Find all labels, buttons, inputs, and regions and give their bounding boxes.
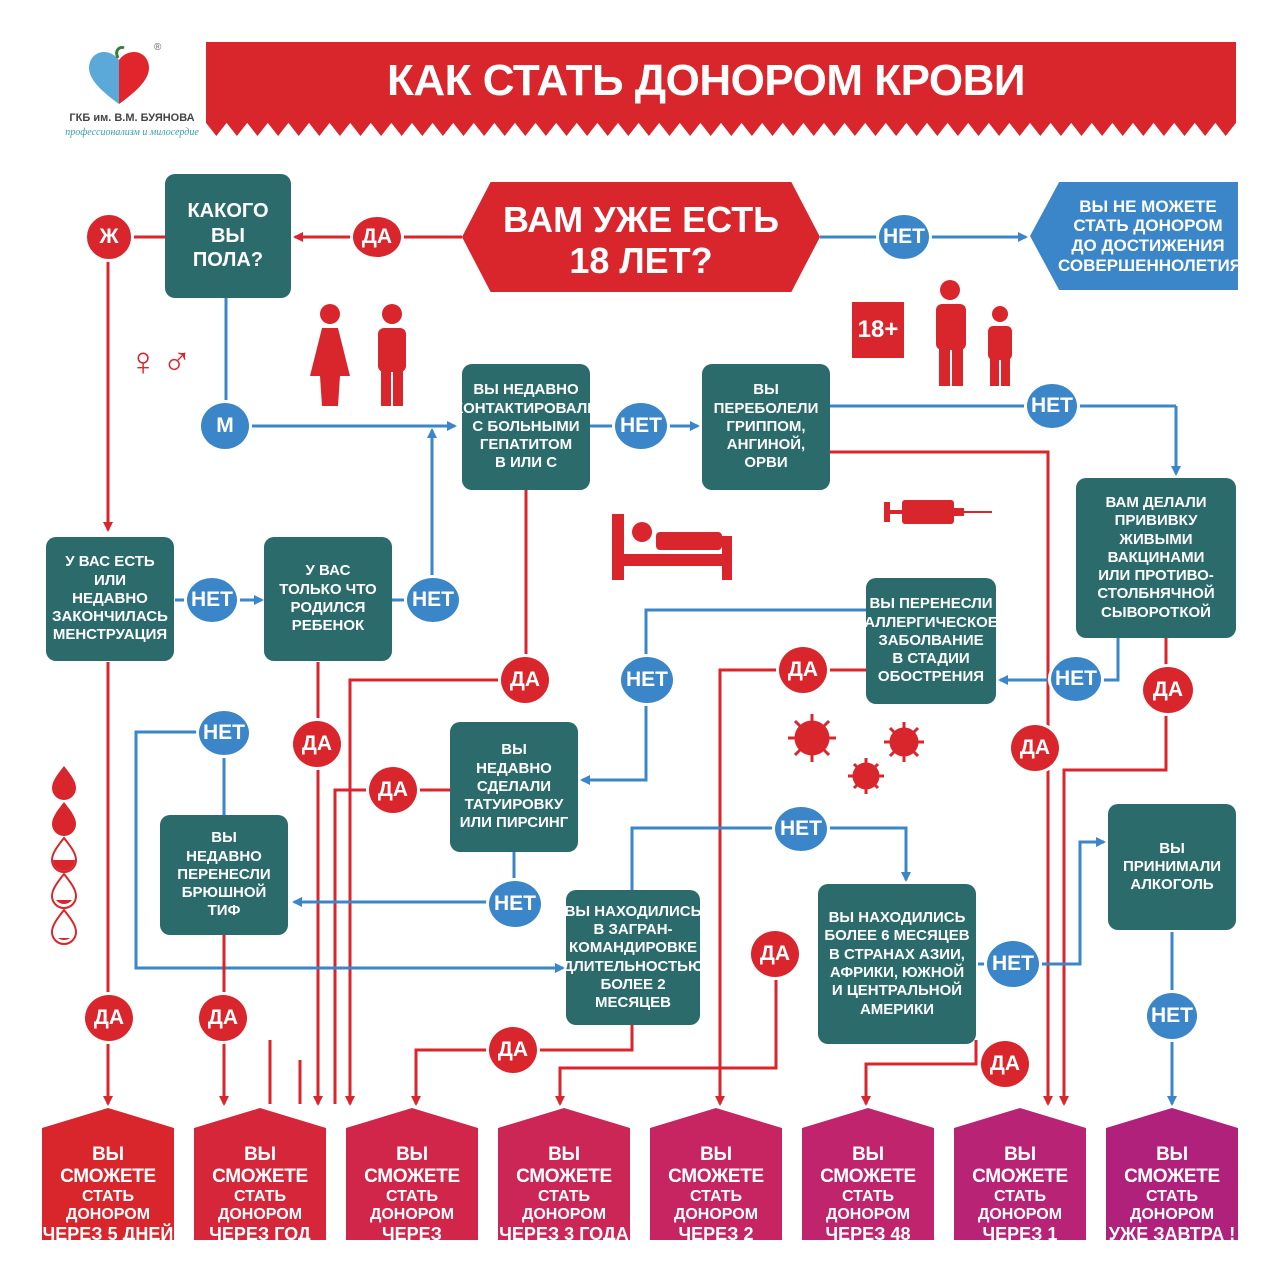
title-banner — [206, 42, 1236, 136]
question-menstruation: У ВАС ЕСТЬ ИЛИ НЕДАВНО ЗАКОНЧИЛАСЬ МЕНСТ… — [46, 537, 174, 661]
outcome-line-1: ВЫ СМОЖЕТЕ — [1124, 1144, 1220, 1187]
question-alcohol: ВЫ ПРИНИМАЛИ АЛКОГОЛЬ — [1108, 804, 1236, 930]
answer-yes-allergy: ДА — [776, 644, 830, 696]
logo-tagline: профессионализм и милосердие — [65, 127, 199, 138]
outcome-line-2: СТАТЬ ДОНОРОМ — [65, 1188, 151, 1223]
outcome-line-2: СТАТЬ ДОНОРОМ — [369, 1188, 455, 1223]
question-flu: ВЫ ПЕРЕБОЛЕЛИ ГРИППОМ, АНГИНОЙ, ОРВИ — [702, 364, 830, 490]
answer-yes-asia-3years: ДА — [748, 928, 802, 980]
gender-symbols-icon: ♀♂ — [128, 340, 196, 384]
question-gender: КАКОГО ВЫ ПОЛА? — [165, 174, 291, 298]
answer-yes-newborn: ДА — [290, 718, 344, 770]
question-allergy: ВЫ ПЕРЕНЕСЛИ АЛЛЕРГИЧЕСКОЕ ЗАБОЛВАНИЕ В … — [864, 578, 998, 704]
answer-yes-hepatitis: ДА — [498, 654, 552, 706]
people-icon — [300, 302, 420, 411]
start-question: ВАМ УЖЕ ЕСТЬ 18 ЛЕТ? — [502, 198, 780, 281]
outcome-line-2: СТАТЬ ДОНОРОМ — [977, 1188, 1063, 1223]
cannot-donate-text: ВЫ НЕ МОЖЕТЕ СТАТЬ ДОНОРОМ ДО ДОСТИЖЕНИЯ… — [1058, 196, 1242, 275]
virus-icon — [786, 712, 932, 803]
page-title: КАК СТАТЬ ДОНОРОМ КРОВИ — [387, 56, 1026, 105]
outcome-line-3: ЧЕРЕЗ ПОЛГОДА — [367, 1224, 457, 1265]
question-hepatitis: ВЫ НЕДАВНО КОНТАКТИРОВАЛИ С БОЛЬНЫМИ ГЕП… — [454, 364, 598, 490]
outcome-line-3: ЧЕРЕЗ ГОД — [209, 1224, 311, 1244]
outcome-line-2: СТАТЬ ДОНОРОМ — [1129, 1188, 1215, 1223]
answer-no-age: НЕТ — [876, 212, 932, 262]
answer-no-abroad: НЕТ — [772, 804, 830, 854]
answer-yes-age: ДА — [350, 214, 404, 260]
outcome-line-1: ВЫ СМОЖЕТЕ — [60, 1144, 156, 1187]
outcome-line-3: ЧЕРЕЗ 2 МЕСЯЦА — [676, 1224, 756, 1265]
question-typhoid: ВЫ НЕДАВНО ПЕРЕНЕСЛИ БРЮШНОЙ ТИФ — [160, 815, 288, 935]
answer-no-flu: НЕТ — [1024, 381, 1080, 431]
question-vaccine: ВАМ ДЕЛАЛИ ПРИВИВКУ ЖИВЫМИ ВАКЦИНАМИ ИЛИ… — [1076, 478, 1236, 638]
start-question-shape — [462, 182, 820, 292]
logo-name: ГКБ им. В.М. БУЯНОВА — [69, 112, 195, 124]
answer-no-alcohol: НЕТ — [1144, 990, 1200, 1042]
answer-no-hepatitis: НЕТ — [612, 400, 670, 452]
outcome-line-3: ЧЕРЕЗ 5 ДНЕЙ — [42, 1224, 174, 1244]
outcome-line-3: ЧЕРЕЗ 48 ЧАСОВ — [825, 1224, 911, 1265]
answer-no-asia: НЕТ — [984, 938, 1042, 990]
answer-no-typhoid: НЕТ — [196, 708, 252, 758]
answer-no-newborn: НЕТ — [404, 575, 462, 625]
blood-drops-icon — [50, 766, 80, 951]
outcome-line-1: ВЫ СМОЖЕТЕ — [820, 1144, 916, 1187]
answer-yes-abroad: ДА — [486, 1024, 540, 1076]
registered-mark: ® — [154, 42, 162, 53]
outcome-line-3: ЧЕРЕЗ 1 МЕСЯЦ — [982, 1224, 1058, 1265]
adult-child-icon — [928, 280, 1024, 391]
age-18-badge: 18+ — [852, 302, 904, 358]
outcome-line-3: ЧЕРЕЗ 3 ГОДА — [499, 1224, 629, 1244]
bed-icon — [612, 514, 732, 585]
outcome-line-1: ВЫ СМОЖЕТЕ — [516, 1144, 612, 1187]
question-newborn: У ВАС ТОЛЬКО ЧТО РОДИЛСЯ РЕБЕНОК — [264, 537, 392, 661]
answer-male: М — [198, 400, 252, 452]
syringe-icon — [884, 494, 994, 535]
answer-no-vaccine: НЕТ — [1048, 654, 1104, 704]
outcome-line-1: ВЫ СМОЖЕТЕ — [668, 1144, 764, 1187]
outcome-line-1: ВЫ СМОЖЕТЕ — [364, 1144, 460, 1187]
answer-yes-vaccine: ДА — [1140, 664, 1196, 716]
outcome-line-3: УЖЕ ЗАВТРА ! — [1108, 1224, 1236, 1244]
answer-no-menstruation: НЕТ — [184, 575, 240, 625]
answer-yes-flu: ДА — [1008, 722, 1062, 774]
outcome-line-1: ВЫ СМОЖЕТЕ — [972, 1144, 1068, 1187]
answer-female: Ж — [84, 212, 134, 262]
question-abroad: ВЫ НАХОДИЛИСЬ В ЗАГРАН- КОМАНДИРОВКЕ ДЛИ… — [563, 890, 703, 1025]
cannot-donate-box: ВЫ НЕ МОЖЕТЕ СТАТЬ ДОНОРОМ ДО ДОСТИЖЕНИЯ… — [1030, 182, 1238, 290]
outcome-line-1: ВЫ СМОЖЕТЕ — [212, 1144, 308, 1187]
outcome-line-2: СТАТЬ ДОНОРОМ — [521, 1188, 607, 1223]
answer-no-tattoo: НЕТ — [486, 878, 544, 930]
answer-yes-typhoid: ДА — [196, 992, 250, 1044]
answer-yes-menstruation: ДА — [82, 992, 136, 1044]
outcome-line-2: СТАТЬ ДОНОРОМ — [673, 1188, 759, 1223]
question-asia: ВЫ НАХОДИЛИСЬ БОЛЕЕ 6 МЕСЯЦЕВ В СТРАНАХ … — [818, 884, 976, 1044]
answer-yes-asia-48h: ДА — [978, 1038, 1032, 1090]
answer-no-allergy: НЕТ — [618, 654, 676, 706]
answer-yes-tattoo: ДА — [366, 764, 420, 816]
outcome-line-2: СТАТЬ ДОНОРОМ — [217, 1188, 303, 1223]
outcome-line-2: СТАТЬ ДОНОРОМ — [825, 1188, 911, 1223]
hospital-logo — [84, 44, 154, 108]
question-tattoo: ВЫ НЕДАВНО СДЕЛАЛИ ТАТУИРОВКУ ИЛИ ПИРСИН… — [450, 722, 578, 852]
